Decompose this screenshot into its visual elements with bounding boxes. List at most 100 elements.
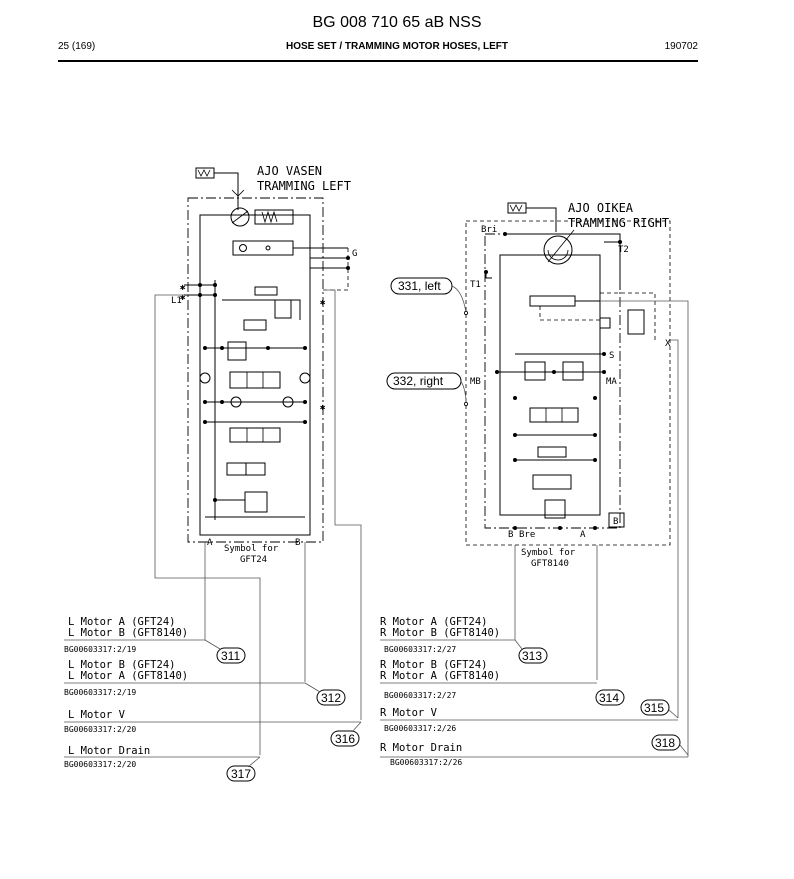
- svg-text:332, right: 332, right: [393, 374, 444, 388]
- svg-text:315: 315: [644, 701, 664, 715]
- right-port-ma: MA: [606, 377, 617, 387]
- left-title-line2: TRAMMING LEFT: [257, 179, 351, 193]
- right-inner-frame: [499, 254, 601, 516]
- right-port-a: A: [580, 530, 586, 540]
- right-hose-4-line1: R Motor Drain: [380, 742, 462, 754]
- left-port-a: A: [207, 538, 213, 548]
- right-port-bre: Bre: [519, 530, 535, 540]
- right-hose-2-ref: BG00603317:2/27: [384, 691, 456, 700]
- right-hose-4-ref: BG00603317:2/26: [390, 758, 462, 767]
- right-hose-1-ref: BG00603317:2/27: [384, 645, 456, 654]
- left-hose-1-line2: L Motor B (GFT8140): [68, 627, 188, 639]
- callout-311: [216, 647, 246, 664]
- right-motor-schematic: AJO OIKEA TRAMMING RIGHT Bri T2 T1 S X: [465, 201, 671, 569]
- hose-routing: [154, 289, 689, 757]
- right-port-mb: MB: [470, 377, 481, 387]
- left-hose-1-ref: BG00603317:2/19: [64, 645, 136, 654]
- header-rule: [58, 60, 698, 62]
- svg-text:313: 313: [522, 649, 542, 663]
- right-title-line2: TRAMMING RIGHT: [568, 216, 669, 230]
- right-port-t1: T1: [470, 280, 481, 290]
- svg-text:312: 312: [321, 691, 341, 705]
- left-port-b: B: [295, 538, 300, 548]
- left-port-l1: L1: [171, 296, 182, 306]
- left-relief-valve: [274, 299, 292, 319]
- left-pressure-valve: [227, 341, 247, 361]
- right-spring-actuator: [507, 202, 527, 214]
- left-check-valve: [254, 286, 278, 296]
- left-title-line1: AJO VASEN: [257, 164, 322, 178]
- left-inner-frame: [199, 214, 311, 536]
- right-housing-outline: [465, 220, 671, 546]
- callout-312: [316, 689, 346, 706]
- callout-318: [651, 734, 681, 751]
- left-motor-arrow: [231, 210, 249, 224]
- svg-text:314: 314: [599, 691, 619, 705]
- right-hose-3-ref: BG00603317:2/26: [384, 724, 456, 733]
- right-symbol-line1: Symbol for: [521, 548, 576, 558]
- left-shuttle-valve: [232, 240, 294, 256]
- svg-text:318: 318: [655, 736, 675, 750]
- right-side-valve: [627, 309, 645, 335]
- callout-313: [518, 647, 548, 664]
- left-secondary-spool: [229, 427, 281, 443]
- right-brake-cylinder: [529, 295, 576, 307]
- callout-316: [330, 730, 360, 747]
- left-actuator-rod: [214, 172, 239, 210]
- svg-text:✱: ✱: [320, 298, 326, 308]
- svg-text:331, left: 331, left: [398, 279, 441, 293]
- left-bottom-valve: [244, 491, 268, 513]
- right-hose-1-line1: R Motor A (GFT24): [380, 616, 487, 628]
- right-check-valve-b: [562, 361, 584, 381]
- left-hose-list: L Motor A (GFT24) L Motor B (GFT8140) BG…: [64, 616, 362, 782]
- right-bottom-valve: [544, 499, 566, 519]
- left-symbol-line2: GFT24: [240, 555, 267, 565]
- left-rod-arrow: [231, 189, 245, 197]
- right-hose-1-line2: R Motor B (GFT8140): [380, 627, 500, 639]
- left-spring-actuator: [195, 167, 215, 179]
- left-hose-3-line1: L Motor V: [68, 709, 126, 721]
- right-box-b: [608, 512, 625, 528]
- right-port-b: B: [508, 530, 513, 540]
- svg-text:✱: ✱: [320, 403, 326, 413]
- svg-text:✱: ✱: [180, 283, 186, 293]
- left-hose-2-line1: L Motor B (GFT24): [68, 659, 175, 671]
- right-brake-valve: [532, 474, 572, 490]
- right-hose-2-line2: R Motor A (GFT8140): [380, 670, 500, 682]
- left-hose-4-ref: BG00603317:2/20: [64, 760, 136, 769]
- left-hose-4-line1: L Motor Drain: [68, 745, 150, 757]
- left-hose-1-line1: L Motor A (GFT24): [68, 616, 175, 628]
- left-hose-2-line2: L Motor A (GFT8140): [68, 670, 188, 682]
- section-title: HOSE SET / TRAMMING MOTOR HOSES, LEFT: [285, 41, 509, 52]
- left-motor-circle: [230, 207, 250, 227]
- side-callouts: 331, left 332, right: [386, 277, 468, 406]
- document-number: BG 008 710 65 aB NSS: [312, 14, 482, 31]
- left-motor-schematic: AJO VASEN TRAMMING LEFT G L1 ✱: [171, 164, 357, 565]
- svg-text:✱: ✱: [180, 293, 186, 303]
- right-port-x: X: [665, 339, 671, 349]
- left-hose-3-ref: BG00603317:2/20: [64, 725, 136, 734]
- right-hose-list: R Motor A (GFT24) R Motor B (GFT8140) BG…: [380, 616, 689, 767]
- right-title-line1: AJO OIKEA: [568, 201, 634, 215]
- svg-text:317: 317: [231, 767, 251, 781]
- left-main-spool: [229, 371, 281, 389]
- right-hose-3-line1: R Motor V: [380, 707, 438, 719]
- left-spring-zigzag: [197, 169, 211, 177]
- right-port-s: S: [609, 351, 614, 361]
- svg-text:B: B: [613, 517, 618, 527]
- page-number: 25 (169): [58, 41, 96, 52]
- callout-314: [595, 689, 625, 706]
- revision-date: 190702: [664, 41, 698, 52]
- right-check-valve-a: [524, 361, 546, 381]
- svg-text:316: 316: [335, 732, 355, 746]
- right-symbol-line2: GFT8140: [531, 559, 569, 569]
- left-brake-box: [254, 209, 294, 225]
- right-hose-2-line1: R Motor B (GFT24): [380, 659, 487, 671]
- right-port-bri: Bri: [481, 225, 497, 235]
- left-symbol-line1: Symbol for: [224, 544, 279, 554]
- left-housing-outline: [187, 197, 324, 543]
- callout-315: [640, 699, 670, 716]
- svg-text:311: 311: [221, 649, 240, 663]
- left-hose-2-ref: BG00603317:2/19: [64, 688, 136, 697]
